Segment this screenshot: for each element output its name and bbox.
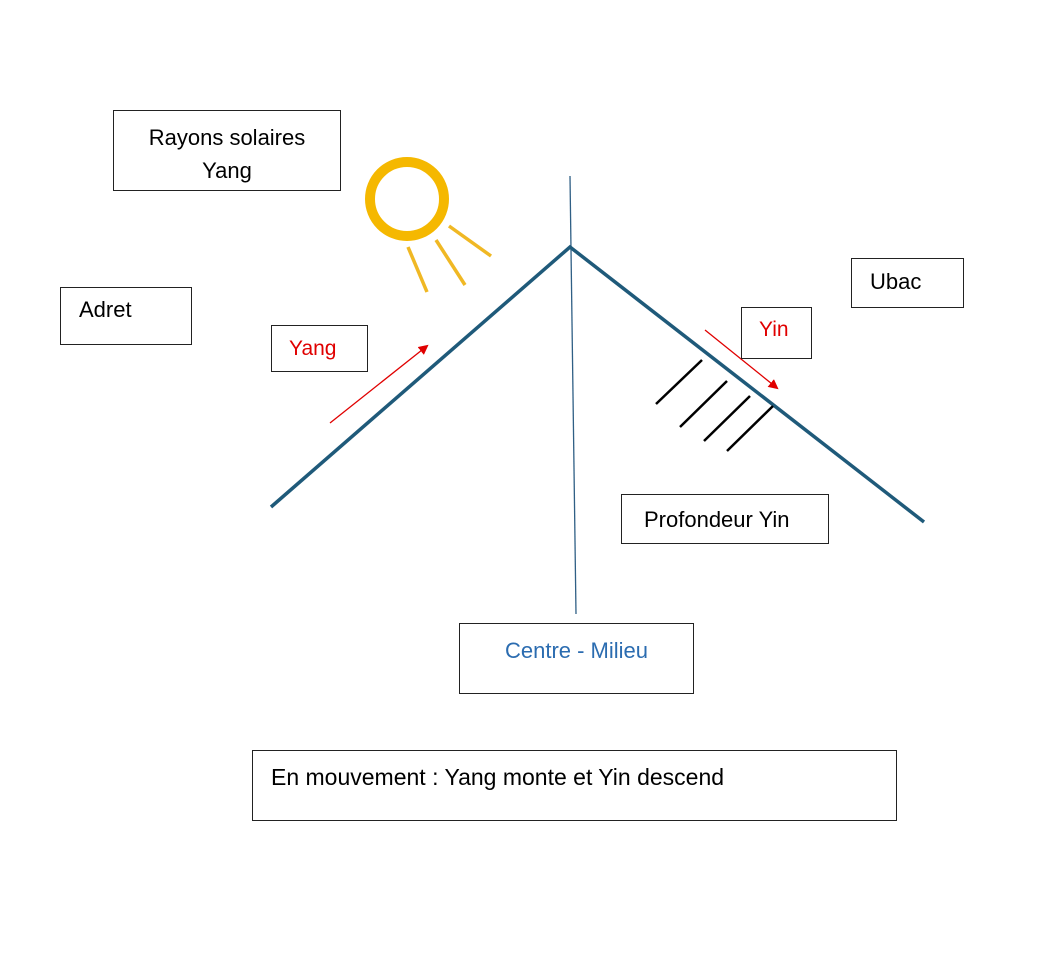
center-label: Centre - Milieu — [504, 638, 649, 663]
yin-label: Yin — [759, 318, 789, 341]
ubac-label: Ubac — [870, 269, 922, 294]
shadow-hatching — [655, 359, 774, 452]
sun-rays-label: Rayons solaires — [148, 125, 306, 150]
depth-label: Profondeur Yin — [644, 507, 790, 532]
yin-down-arrow — [704, 329, 779, 390]
center-label-box: Centre - Milieu — [459, 623, 694, 694]
sun-rays-sublabel: Yang — [202, 158, 252, 183]
mountain-outline — [269, 244, 926, 524]
yang-label: Yang — [289, 337, 337, 360]
movement-label-box: En mouvement : Yang monte et Yin descend — [252, 750, 897, 821]
center-axis-line — [569, 175, 577, 615]
depth-label-box: Profondeur Yin — [621, 494, 829, 544]
movement-label: En mouvement : Yang monte et Yin descend — [271, 764, 725, 790]
ubac-label-box: Ubac — [851, 258, 964, 308]
yin-label-box: Yin — [741, 307, 812, 359]
adret-label: Adret — [79, 297, 132, 322]
sun-icon — [365, 157, 493, 293]
sun-rays-label-box: Rayons solaires Yang — [113, 110, 341, 191]
yang-up-arrow — [329, 344, 429, 424]
yang-label-box: Yang — [271, 325, 368, 372]
adret-label-box: Adret — [60, 287, 192, 345]
